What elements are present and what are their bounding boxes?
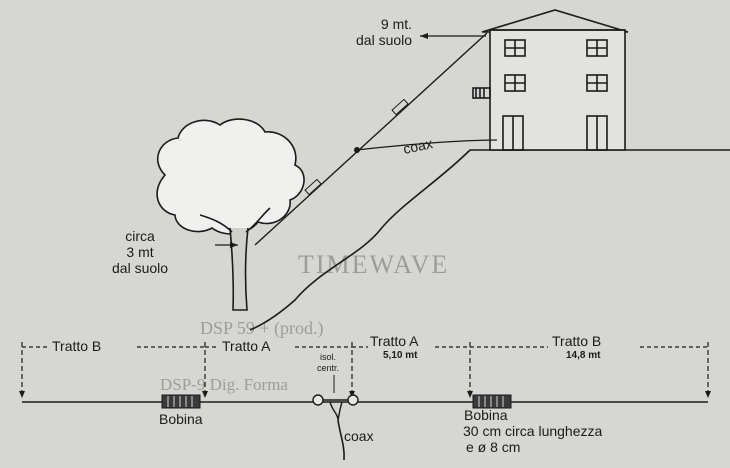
section-a-left-label: Tratto A xyxy=(222,338,271,354)
coil-right xyxy=(472,394,512,409)
antenna-wire-upper xyxy=(254,32,488,246)
coax-upper-line xyxy=(356,139,498,151)
ground-slope xyxy=(249,149,471,331)
section-b-length-label: 14,8 mt xyxy=(566,350,601,361)
section-a-right-label: Tratto A xyxy=(370,333,419,349)
dimension-arrowheads xyxy=(19,391,711,398)
tree-height-label: circa 3 mt dal suolo xyxy=(112,228,169,276)
coil-left xyxy=(161,394,201,409)
dimension-lines xyxy=(21,342,709,395)
background-subhead: DSP 59 + (prod.) xyxy=(200,318,324,338)
coil-left-label: Bobina xyxy=(159,411,203,427)
insulator-label: isol. centr. xyxy=(317,352,340,373)
background-line: DSP-9 Dig. Forma xyxy=(160,375,288,394)
coil-spec-line2: e ø 8 cm xyxy=(466,439,521,455)
tree-trunk xyxy=(229,227,249,311)
coax-lower-label: coax xyxy=(344,428,374,444)
center-insulator xyxy=(312,394,359,421)
wire-coil-upper xyxy=(391,98,409,116)
coax-lower-line xyxy=(337,419,345,461)
mast-height-label: 9 mt. dal suolo xyxy=(356,16,413,48)
building xyxy=(472,9,629,151)
coil-spec-line1: 30 cm circa lunghezza xyxy=(463,423,603,439)
wire-coil-lower xyxy=(304,178,322,196)
tree-crown xyxy=(156,118,305,235)
section-b-left-label: Tratto B xyxy=(52,338,102,354)
tree xyxy=(156,118,305,311)
coil-right-label: Bobina xyxy=(464,407,508,423)
section-a-length-label: 5,10 mt xyxy=(383,350,418,361)
section-b-right-label: Tratto B xyxy=(552,333,602,349)
